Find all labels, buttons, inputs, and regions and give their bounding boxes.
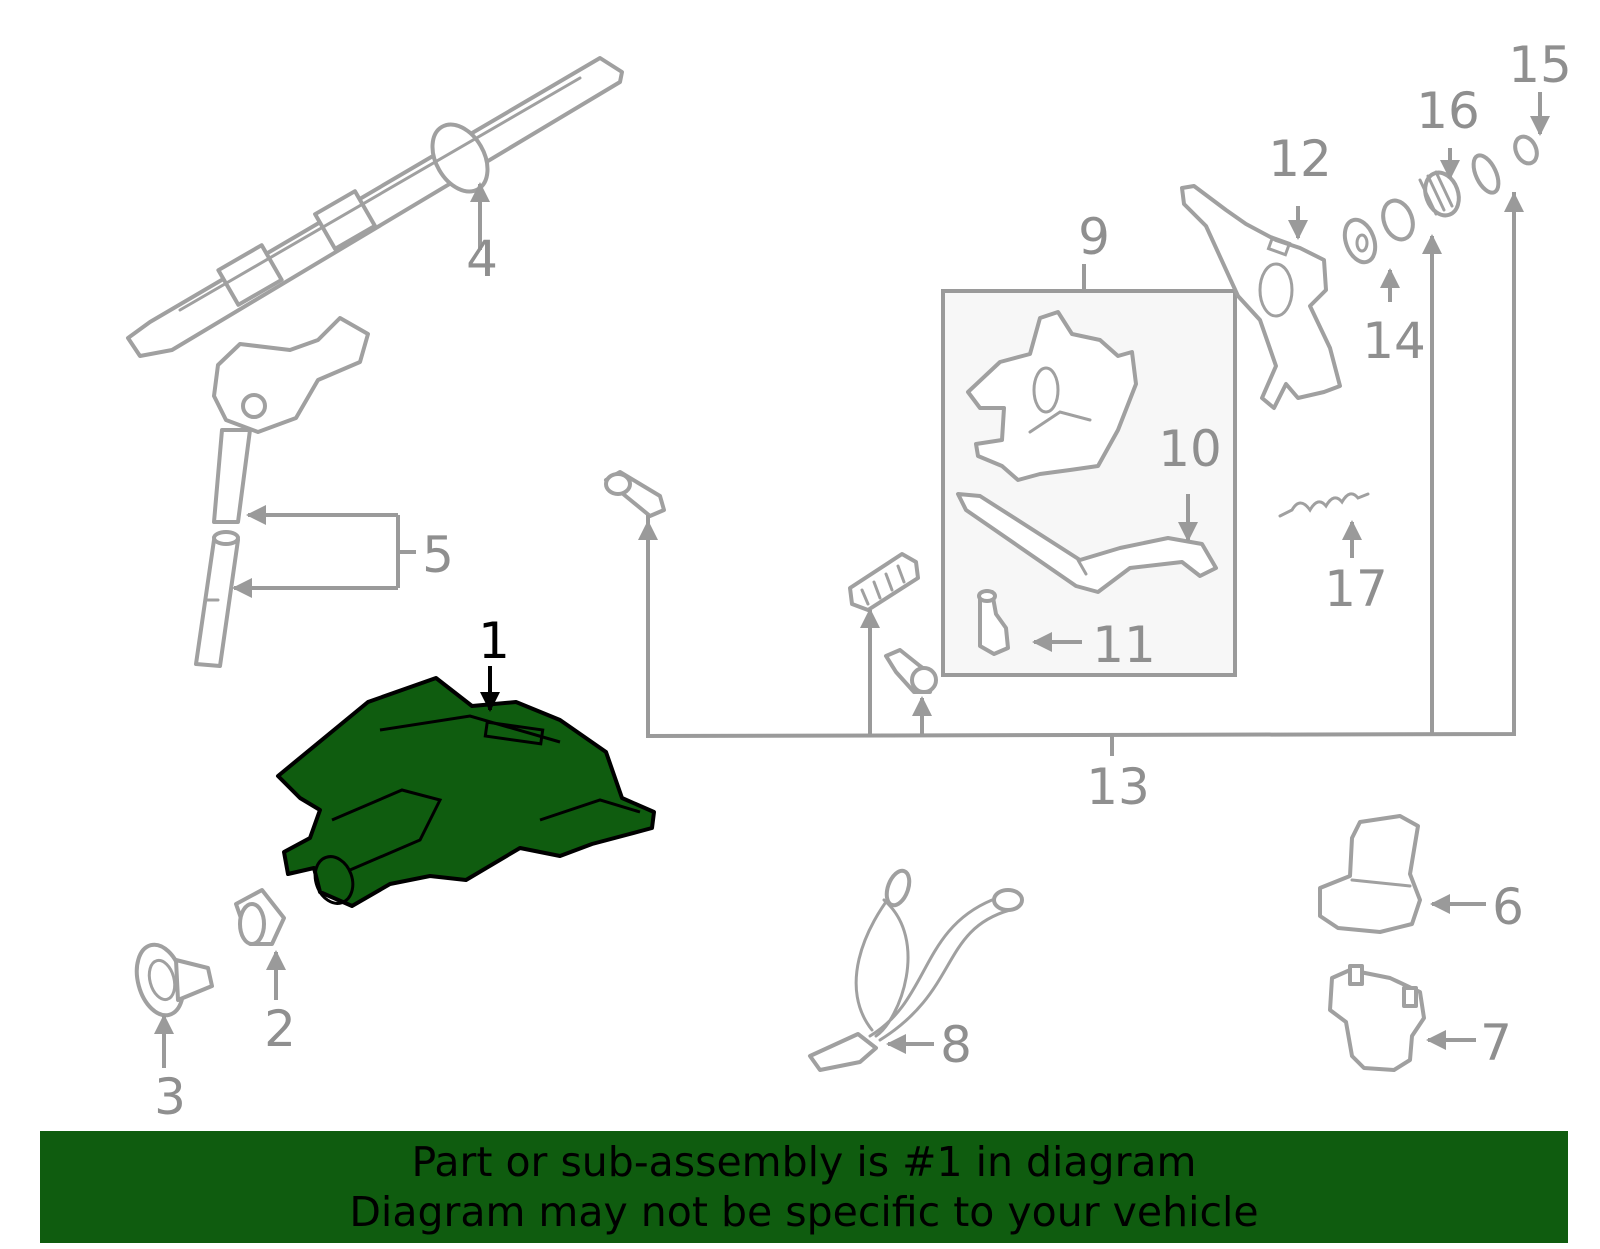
callout-5[interactable]: 5	[422, 526, 454, 584]
callout-17[interactable]: 17	[1324, 560, 1388, 618]
callout-2[interactable]: 2	[264, 1000, 296, 1058]
part-1-steering-column[interactable]	[276, 676, 656, 909]
part-17-spring[interactable]	[1278, 492, 1370, 518]
callout-14[interactable]: 14	[1362, 312, 1426, 370]
part-7-switch[interactable]	[1328, 964, 1426, 1072]
callout-16[interactable]: 16	[1416, 82, 1480, 140]
callout-13[interactable]: 13	[1086, 758, 1150, 816]
part-13-bolt-right[interactable]	[884, 648, 938, 694]
callout-4[interactable]: 4	[466, 230, 498, 288]
part-8-wire-harness[interactable]	[808, 868, 1024, 1072]
callout-6[interactable]: 6	[1492, 878, 1524, 936]
part-9-tilt-bracket[interactable]	[966, 310, 1138, 482]
part-16-nut[interactable]	[1378, 168, 1465, 244]
callout-12[interactable]: 12	[1268, 130, 1332, 188]
part-13-bolt-left[interactable]	[604, 470, 666, 518]
part-15-clip[interactable]	[1468, 133, 1540, 196]
part-2-bushing[interactable]	[234, 888, 286, 946]
callout-9[interactable]: 9	[1078, 208, 1110, 266]
leader-lines	[154, 92, 1550, 1068]
part-13-bushing[interactable]	[848, 552, 920, 612]
callout-11[interactable]: 11	[1092, 616, 1156, 674]
callout-labels: 1 2 3 4 5 6 7 8 9 10 11 12 13 14 15 16 1…	[154, 36, 1572, 1126]
part-6-housing[interactable]	[1318, 814, 1422, 934]
banner-line-2: Diagram may not be specific to your vehi…	[349, 1188, 1259, 1236]
banner-line-1: Part or sub-assembly is #1 in diagram	[411, 1138, 1197, 1186]
part-4-steering-shaft[interactable]	[126, 56, 624, 358]
part-5-lower-shaft[interactable]	[194, 316, 370, 668]
notice-banner: Part or sub-assembly is #1 in diagram Di…	[40, 1131, 1568, 1243]
callout-7[interactable]: 7	[1480, 1014, 1512, 1072]
callout-10[interactable]: 10	[1158, 420, 1222, 478]
part-12-bracket[interactable]	[1180, 184, 1342, 410]
part-10-tilt-lever[interactable]	[956, 492, 1218, 594]
part-3-collar[interactable]	[129, 940, 214, 1021]
callout-1[interactable]: 1	[478, 612, 510, 670]
callout-15[interactable]: 15	[1508, 36, 1572, 94]
callout-8[interactable]: 8	[940, 1016, 972, 1074]
callout-3[interactable]: 3	[154, 1068, 186, 1126]
part-11-pin[interactable]	[977, 589, 1010, 656]
part-14-washer[interactable]	[1339, 216, 1380, 267]
